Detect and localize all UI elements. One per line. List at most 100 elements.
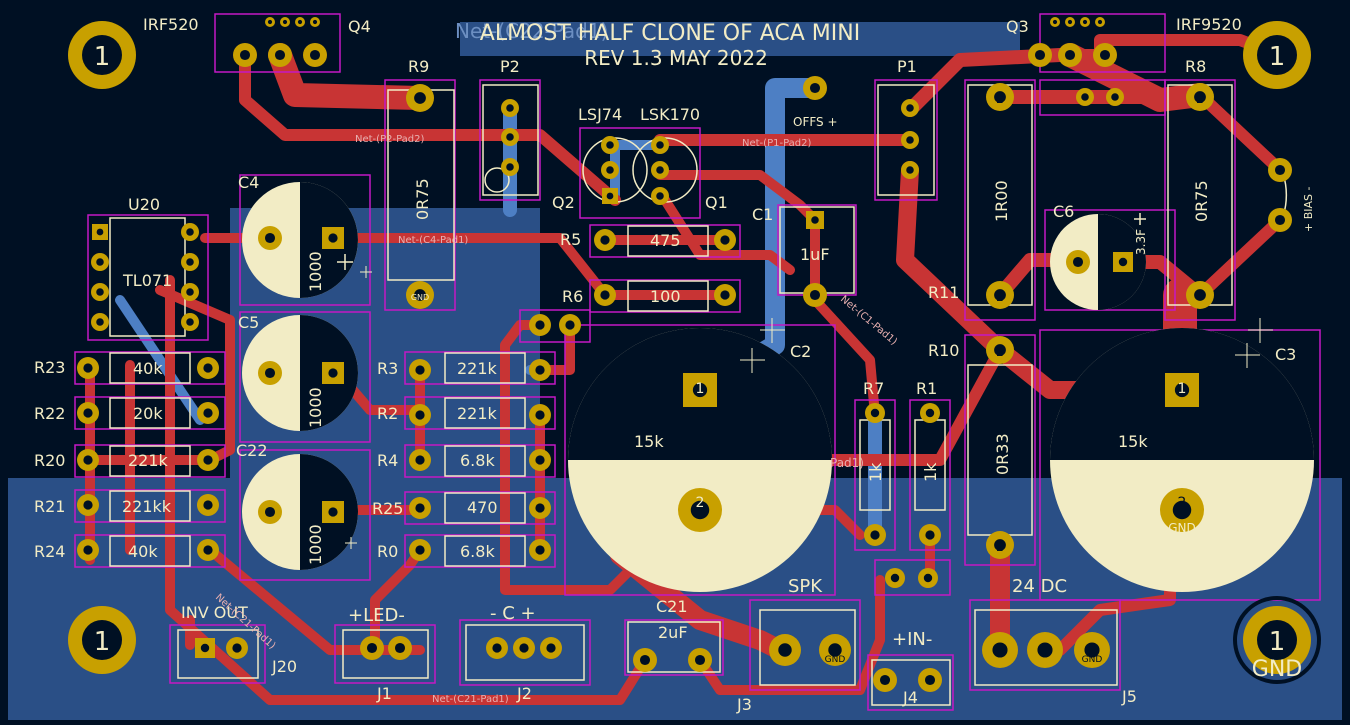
c1-pad-2-drill [809,289,821,301]
r21-value: 221kk [122,497,172,516]
r23-ref: R23 [34,358,65,377]
j20-ref: J20 [271,657,297,676]
j20-pad-1-drill [200,643,210,653]
u20-pad-4-drill [96,318,104,326]
mounting-hole-top-left-drill [82,35,122,75]
r11-pad-2-drill [994,289,1006,301]
q4-pin-4-drill [312,19,318,25]
j5-label: 24 DC [1012,576,1067,597]
r-mid-row-5-pad-1-drill [415,545,425,555]
r24-value: 40k [128,542,158,561]
q4-pad-1-drill [239,49,251,61]
c6-ref: C6 [1053,202,1074,221]
mounting-hole-bottom-right-ring [1233,596,1321,684]
q2-pad-1-drill [606,141,614,149]
net-label-c21-pad1-bottom: Net-(C21-Pad1) [432,694,509,705]
mounting-hole-bottom-right-gnd-label: GND [1252,657,1302,682]
r25-ref: R25 [372,499,403,518]
r-left-row-3-pad-2-drill [203,455,213,465]
in-bridge-pad-2-drill [923,573,933,583]
p2-pad-2-drill [506,133,514,141]
r-mid-row-5-pad-2-drill [535,545,545,555]
r24-ref: R24 [34,542,65,561]
r8-pad-1-drill [1194,91,1206,103]
p2-pad-1-drill [506,104,514,112]
mounting-hole-bottom-right-drill [1257,620,1297,660]
r10-value: 0R33 [993,433,1012,475]
c5-pad-1-drill [328,368,338,378]
j20-label: INV OUT [181,603,248,622]
j2-pad-2-drill [519,643,529,653]
q2-pad-2-drill [606,166,614,174]
r3-value: 221k [457,359,498,378]
r-left-row-5-pad-2-drill [203,545,213,555]
j5-ref: J5 [1121,687,1137,706]
c3-ref: C3 [1275,345,1296,364]
u20-pad-2-drill [96,258,104,266]
j5-pad-1-drill [992,642,1008,658]
r8-trim-pad-2-drill [1111,93,1119,101]
r4-ref: R4 [377,451,398,470]
silk-plus-marks [345,266,1273,549]
net-label-p1-pad2: Net-(P1-Pad2) [742,138,811,149]
r22-value: 20k [133,404,163,423]
c6-pad-1-drill [1118,257,1128,267]
r11-pad-2-number: 2 [996,290,1004,304]
r-left-row-4-pad-1-drill [83,500,93,510]
offs-pad-drill [809,82,821,94]
q2-ref: Q2 [552,193,575,212]
j4-pad-2-drill [924,674,936,686]
mounting-hole-top-left-number: 1 [94,42,111,72]
c21-value: 2uF [658,623,688,642]
r0-value: 6.8k [460,542,495,561]
u20-value: TL071 [122,271,172,290]
c22-ref: C22 [236,441,268,460]
r6-pad-2-drill [720,290,730,300]
r-left-row-3-pad-1-drill [83,455,93,465]
q4-ref: Q4 [348,17,371,36]
j3-label: SPK [788,576,823,597]
mounting-hole-bottom-left-number: 1 [94,627,111,657]
r11-ref: R11 [928,283,959,302]
r-left-row-1-pad-1-drill [83,363,93,373]
q2-value: LSJ74 [578,105,622,124]
r9-ref: R9 [408,57,429,76]
p2-ref: P2 [500,57,520,76]
net-label-c4-pad1: Net-(C4-Pad1) [398,235,468,246]
mounting-hole-top-right-drill [1257,35,1297,75]
p1-ref: P1 [897,57,917,76]
r5-value: 475 [650,231,681,250]
c4-pad-1-drill [328,233,338,243]
r-left-row-4-pad-2-drill [203,500,213,510]
j3-gnd-text: GND [825,655,846,665]
r1-value: 1k [921,462,940,482]
c1-value: 1uF [800,245,830,264]
j1-label: +LED- [348,605,405,626]
r10-pad-number: 2 [996,345,1004,359]
capacitor-bodies [242,182,1314,592]
r7-pad-1-drill [870,408,880,418]
q1-pad-2-drill [656,166,664,174]
r9-gnd-text: GND [411,293,429,302]
q3-pin-3-drill [1082,19,1088,25]
u20-pad-6-drill [186,258,194,266]
q3-value: IRF9520 [1176,15,1242,34]
c21-pad-2-drill [694,654,706,666]
c4-value: 1000 [306,251,325,292]
mounting-hole-bottom-right-number: 1 [1269,627,1286,657]
r1-pad-2-drill [925,530,935,540]
c5-value: 1000 [306,387,325,428]
silk-labels: Net-(C22-Pad1) ALMOST HALF CLONE OF ACA … [34,15,1315,714]
r10-ref: R10 [928,341,959,360]
c2-pad-2-number: 2 [696,495,705,511]
p2-pad-3-drill [506,163,514,171]
r5-pad-1-drill [600,235,610,245]
j20-pad-2-drill [232,643,242,653]
c5-ref: C5 [238,313,259,332]
r-mid-row-4-pad-1-drill [415,503,425,513]
bias-pad-1-drill [1274,164,1286,176]
q3-ref: Q3 [1006,17,1029,36]
c2-pad-2-drill [690,500,710,520]
